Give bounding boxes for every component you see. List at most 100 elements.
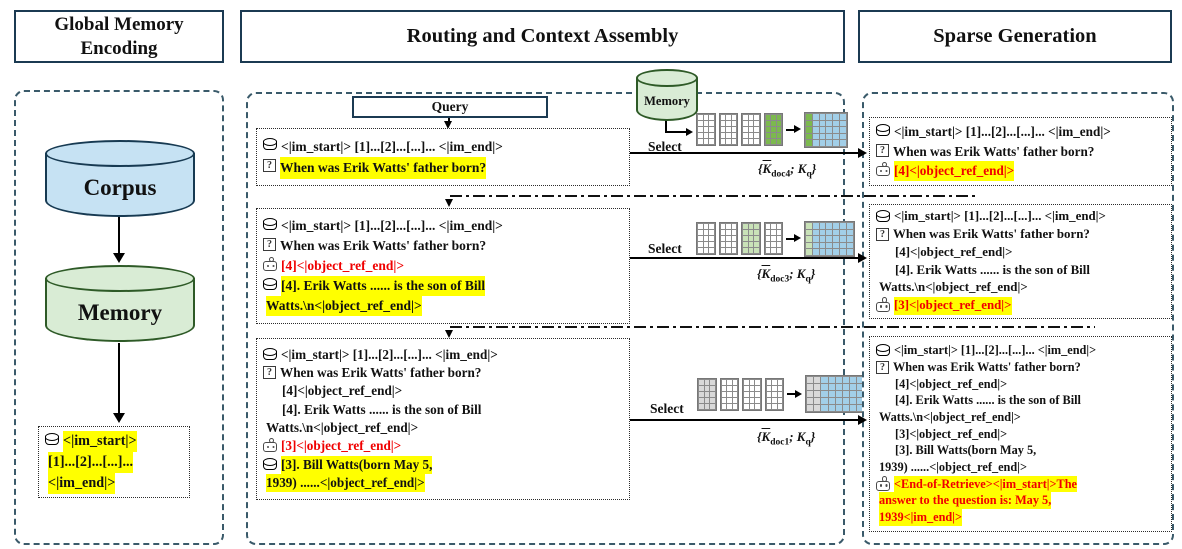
separator: ; xyxy=(789,429,797,444)
separator: ; xyxy=(790,161,798,176)
routing-memory-cylinder-body: Memory xyxy=(636,78,698,121)
prompt-line: [3]. Bill Watts(born May 5, xyxy=(876,442,1165,459)
prompt-line: answer to the question is: May 5, xyxy=(876,492,1165,510)
question-icon xyxy=(263,159,276,172)
memory-cylinder-top xyxy=(45,265,195,292)
feedback-dashdot-line-2 xyxy=(450,326,1095,328)
encoded-memory-prompt-box: <|im_start|> [1]...[2]...[...]... <|im_e… xyxy=(38,426,190,498)
line-text: <|im_start|> [1]...[2]...[...]... <|im_e… xyxy=(281,218,503,233)
panel-title-text: Routing and Context Assembly xyxy=(406,25,679,47)
kv-select-cluster-1 xyxy=(696,112,848,148)
memory-cylinder: Memory xyxy=(45,265,195,342)
prompt-line: <|im_start|> [1]...[2]...[...]... <|im_e… xyxy=(262,216,623,236)
k-doc: K xyxy=(762,161,772,176)
panel-title-text: Global Memory Encoding xyxy=(54,13,184,59)
select-arrow-line-1 xyxy=(630,152,860,154)
line-text: answer to the question is: May 5, xyxy=(879,492,1052,510)
arrow-down-icon xyxy=(113,253,125,263)
arrow-right-icon xyxy=(858,415,867,425)
select-label: Select xyxy=(648,139,682,154)
k-query-sub: q xyxy=(805,437,811,448)
line-text: [3]<|object_ref_end|> xyxy=(894,296,1012,315)
brace: { xyxy=(758,161,763,176)
assembled-kv-grid xyxy=(804,221,855,257)
line-text: <|im_start|> [1]...[2]...[...]... <|im_e… xyxy=(894,209,1106,224)
kv-matrix xyxy=(741,222,761,256)
line-text: Watts.\n<|object_ref_end|> xyxy=(266,420,419,435)
panel-title-sparse-generation: Sparse Generation xyxy=(858,10,1172,63)
line-text: <|im_end|> xyxy=(48,472,116,494)
line-text: When was Erik Watts' father born? xyxy=(893,227,1090,242)
line-text: [4]<|object_ref_end|> xyxy=(282,383,403,399)
prompt-line: [4]. Erik Watts ...... is the son of Bil… xyxy=(263,401,623,419)
line-text: [3]<|object_ref_end|> xyxy=(281,438,402,454)
select-label: Select xyxy=(650,401,684,416)
arrow-down-icon xyxy=(113,413,125,423)
arrow-right-icon xyxy=(686,128,693,136)
question-icon xyxy=(263,238,276,251)
k-query: K xyxy=(796,429,806,444)
prompt-line: When was Erik Watts' father born? xyxy=(876,359,1165,376)
select-arrow-line-3 xyxy=(630,419,860,421)
prompt-line: <End-of-Retrieve><|im_start|>The xyxy=(876,475,1165,493)
arrow-right-icon xyxy=(786,234,801,244)
kv-matrix xyxy=(696,222,716,256)
robot-icon xyxy=(263,437,277,453)
db-icon xyxy=(262,278,278,290)
key-set-label-3: {Kdoc1; Kq} xyxy=(757,429,815,448)
kv-select-cluster-2 xyxy=(696,221,855,257)
memory-label: Memory xyxy=(77,300,163,325)
line-text: <|im_start|> [1]...[2]...[...]... <|im_e… xyxy=(894,343,1097,358)
db-icon xyxy=(262,137,278,150)
prompt-line: [4]. Erik Watts ...... is the son of Bil… xyxy=(262,276,623,296)
prompt-line: [3]<|object_ref_end|> xyxy=(263,437,623,455)
prompt-line: 1939<|im_end|> xyxy=(876,509,1165,526)
prompt-line: Watts.\n<|object_ref_end|> xyxy=(876,279,1165,297)
k-doc-sub: doc4 xyxy=(771,169,791,180)
brace: { xyxy=(757,429,762,444)
robot-icon xyxy=(876,297,890,312)
brace: } xyxy=(811,161,817,176)
prompt-line: <|im_start|> [1]...[2]...[...]... <|im_e… xyxy=(875,342,1165,359)
prompt-line: When was Erik Watts' father born? xyxy=(876,142,1165,162)
routing-prompt-box-2: <|im_start|> [1]...[2]...[...]... <|im_e… xyxy=(256,208,630,324)
prompt-line: [4]<|object_ref_end|> xyxy=(263,256,623,276)
prompt-line: Watts.\n<|object_ref_end|> xyxy=(263,419,623,437)
kv-matrix xyxy=(697,377,717,411)
db-icon xyxy=(262,457,278,470)
arrow-right-icon xyxy=(858,148,867,158)
line-text: [1]...[2]...[...]... xyxy=(48,451,134,473)
robot-icon xyxy=(263,256,277,271)
prompt-line: When was Erik Watts' father born? xyxy=(263,236,623,256)
prompt-line: <|im_end|> xyxy=(45,472,183,494)
prompt-line: 1939) ......<|object_ref_end|> xyxy=(263,473,623,493)
panel-title-text: Sparse Generation xyxy=(933,25,1097,47)
memory-to-prompt-line xyxy=(118,343,120,413)
line-text: <|im_start|> [1]...[2]...[...]... <|im_e… xyxy=(894,124,1111,140)
prompt-line: [4]. Erik Watts ...... is the son of Bil… xyxy=(876,262,1165,280)
generation-prompt-box-1: <|im_start|> [1]...[2]...[...]... <|im_e… xyxy=(869,117,1172,186)
kv-matrix xyxy=(804,221,855,257)
prompt-line: 1939) ......<|object_ref_end|> xyxy=(876,459,1165,476)
line-text: [3]<|object_ref_end|> xyxy=(895,426,1008,441)
corpus-label: Corpus xyxy=(83,175,157,200)
line-text: [4]<|object_ref_end|> xyxy=(895,244,1013,259)
line-text: Watts.\n<|object_ref_end|> xyxy=(879,409,1021,424)
line-text: [4]<|object_ref_end|> xyxy=(894,161,1015,181)
key-set-label-2: {Kdoc3; Kq} xyxy=(757,266,815,285)
prompt-line: <|im_start|> [1]...[2]...[...]... <|im_e… xyxy=(875,122,1165,142)
prompt-line: [4]. Erik Watts ...... is the son of Bil… xyxy=(876,392,1165,409)
arrow-right-icon xyxy=(787,389,802,399)
db-icon xyxy=(875,124,891,137)
generation-prompt-box-2: <|im_start|> [1]...[2]...[...]... <|im_e… xyxy=(869,204,1172,319)
corpus-to-memory-line xyxy=(118,217,120,253)
prompt-line: <|im_start|> xyxy=(44,430,183,452)
generation-prompt-box-3: <|im_start|> [1]...[2]...[...]... <|im_e… xyxy=(869,336,1172,532)
line-text: <|im_start|> [1]...[2]...[...]... <|im_e… xyxy=(281,346,498,362)
arrow-down-icon xyxy=(445,199,453,207)
doc-key-grids xyxy=(696,222,783,256)
query-label: Query xyxy=(431,99,469,114)
separator: ; xyxy=(789,266,797,281)
line-text: When was Erik Watts' father born? xyxy=(280,365,482,381)
prompt-line: [3]<|object_ref_end|> xyxy=(876,426,1165,443)
